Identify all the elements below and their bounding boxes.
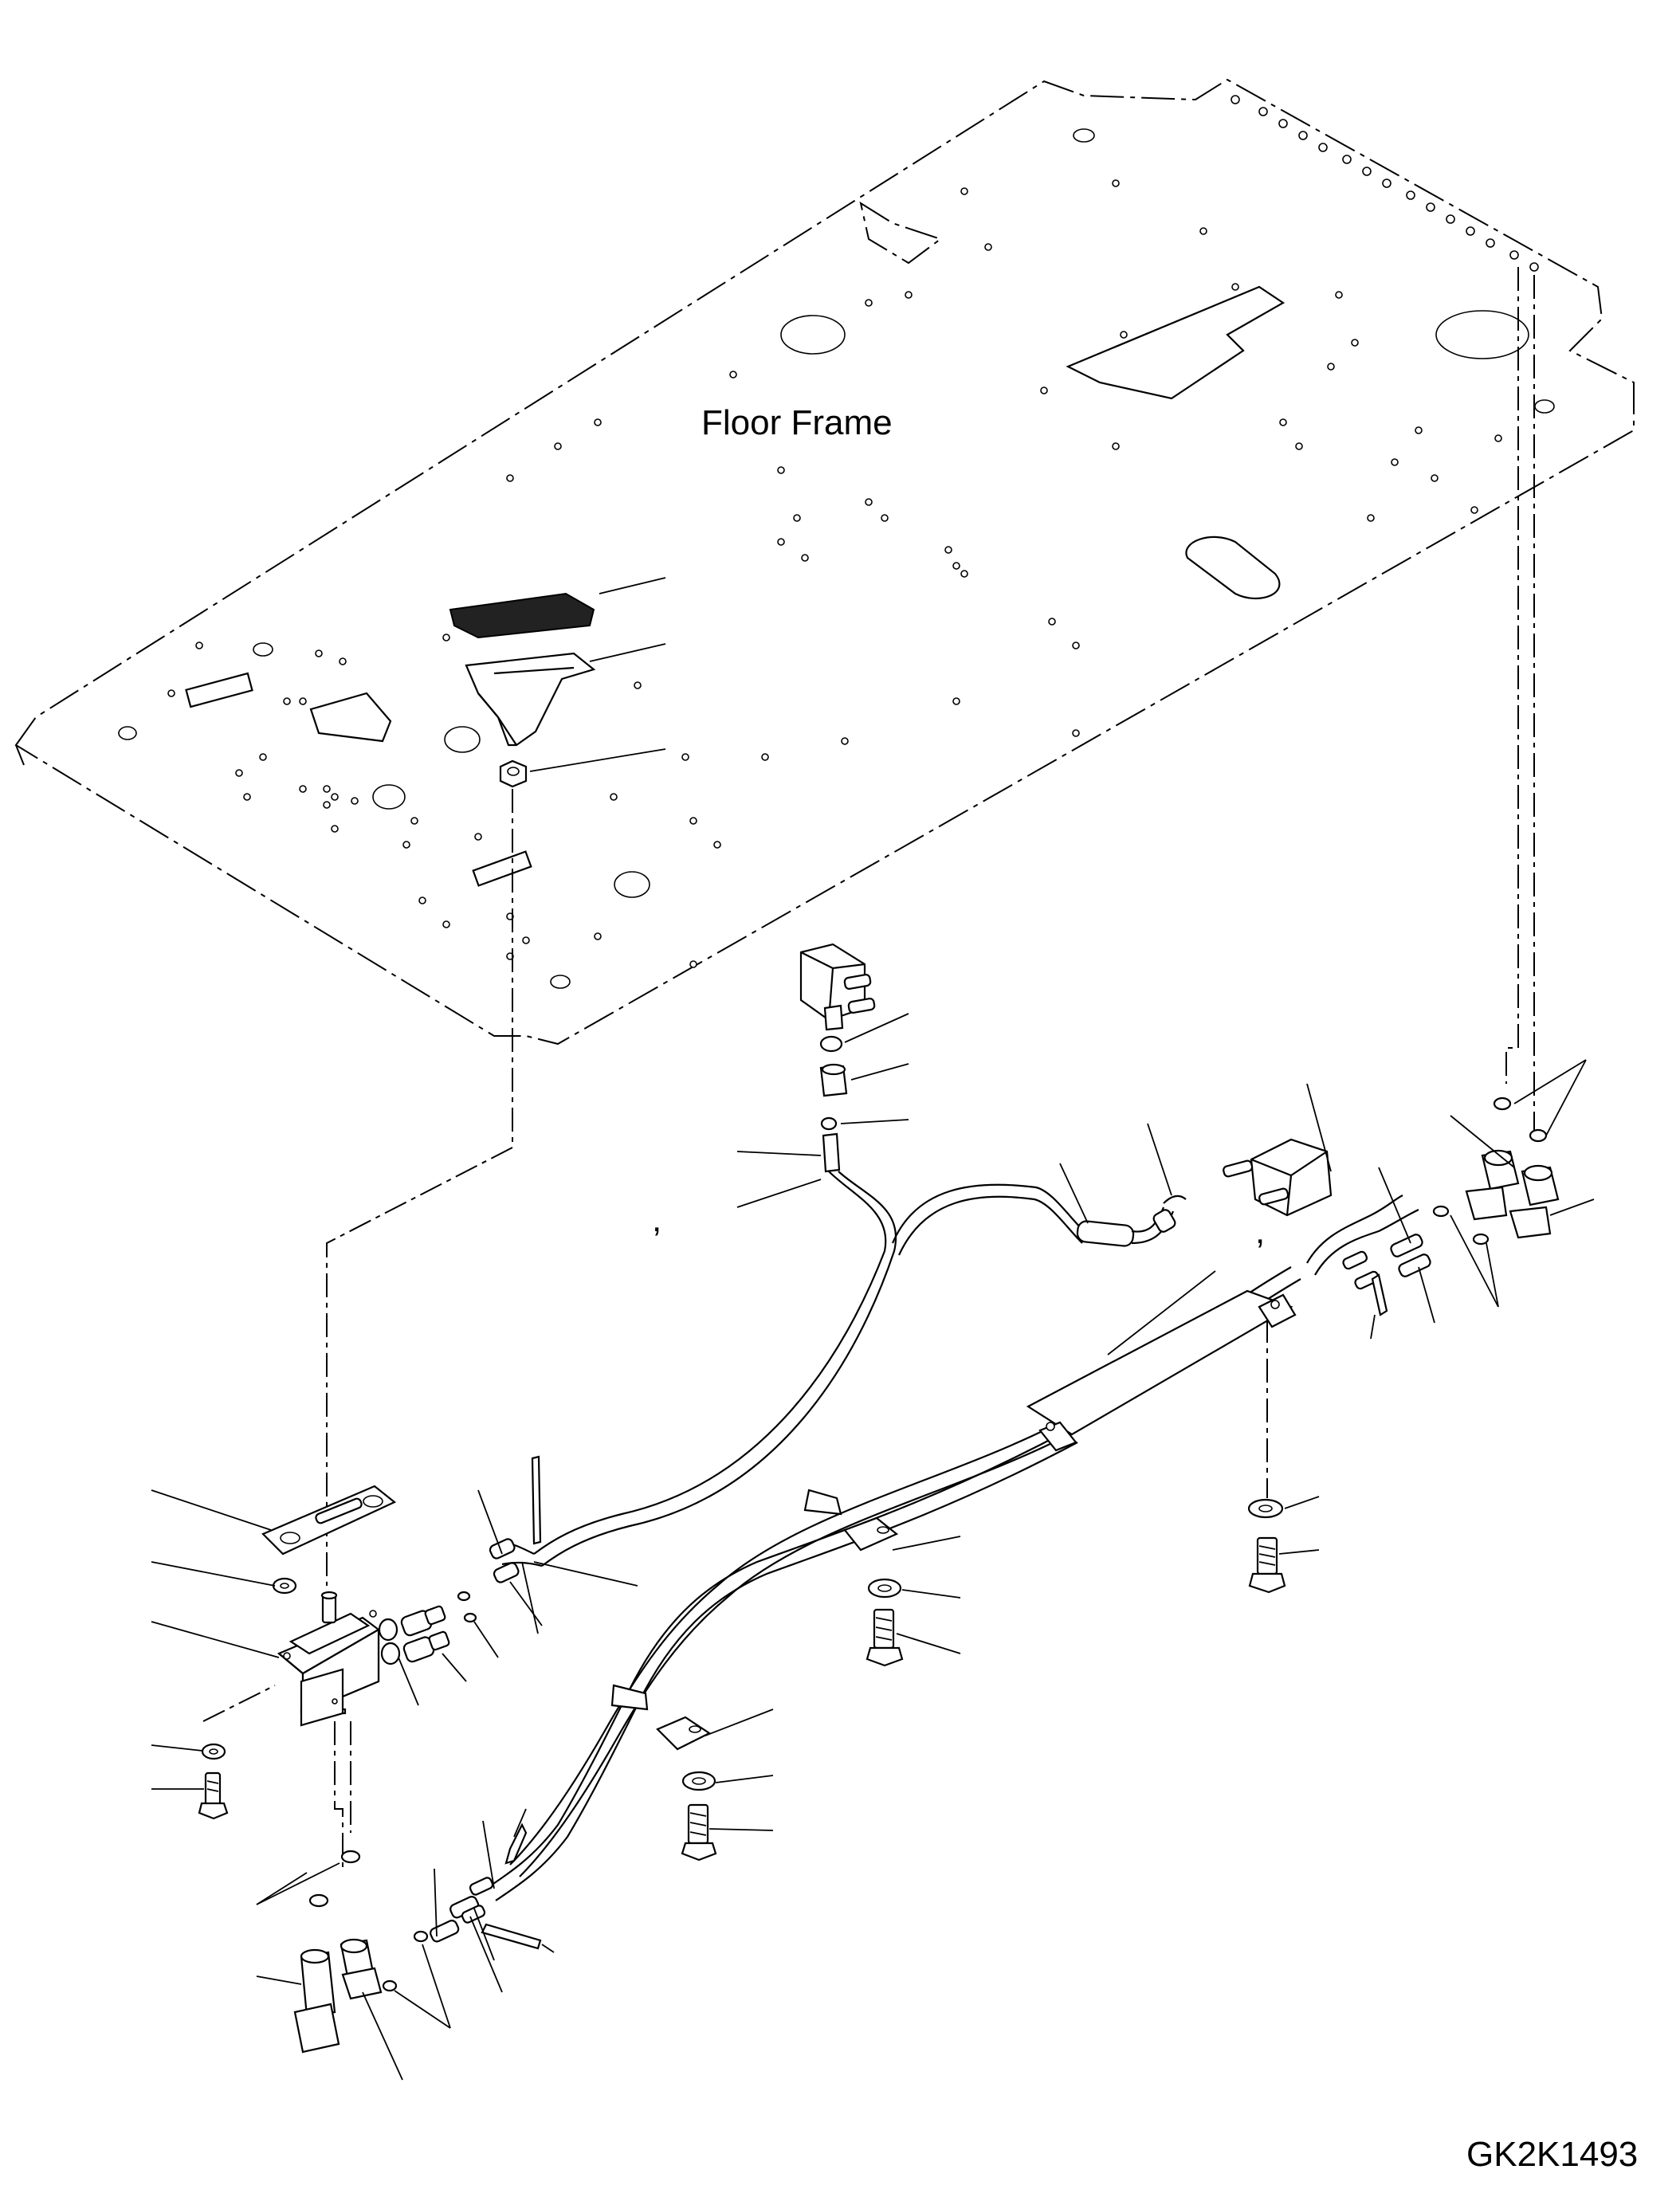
- assembly-center-lines: [202, 267, 1535, 1869]
- pedal-pad: [449, 592, 595, 639]
- floor-frame-label: Floor Frame: [701, 403, 893, 442]
- pedal-boot: [465, 652, 596, 747]
- right-fittings: [1059, 1059, 1595, 1355]
- left-valve-assembly: [151, 1455, 638, 1820]
- center-valve-assembly: [736, 943, 909, 1208]
- pedal-assembly: [449, 577, 666, 788]
- right-valve: [1163, 1138, 1333, 1217]
- separator-comma-right: ,: [1255, 1212, 1265, 1251]
- tubes: [485, 1171, 1419, 1901]
- floor-frame-plate: [14, 78, 1635, 1046]
- separator-comma-left: ,: [652, 1200, 661, 1239]
- right-bolt-group: [1247, 1496, 1320, 1594]
- plate-small-holes: [167, 95, 1539, 968]
- lower-left-fittings: [256, 1808, 555, 2081]
- middle-clamp-group: [610, 1489, 961, 1862]
- drawing-code: GK2K1493: [1466, 2135, 1638, 2174]
- tube-sleeve: [1026, 1289, 1293, 1436]
